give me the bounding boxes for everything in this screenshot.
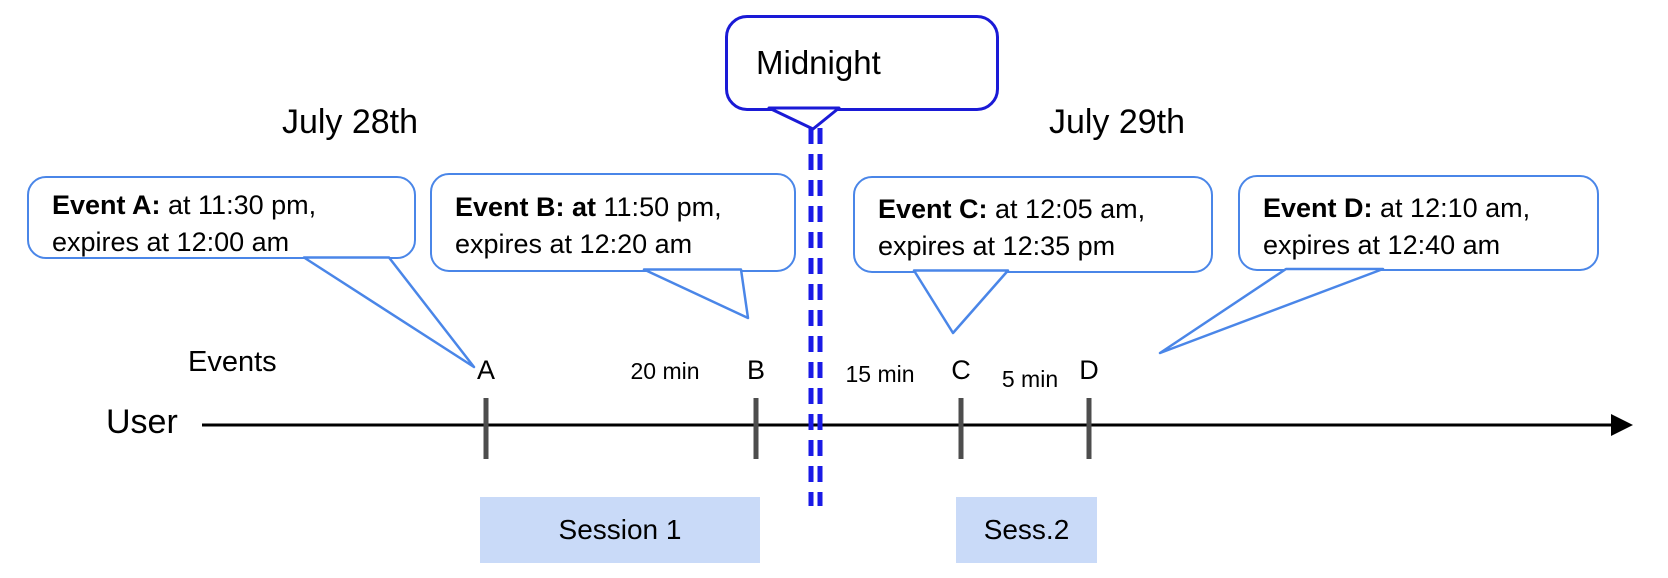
event-d-bubble: Event D: at 12:10 am, expires at 12:40 a…: [1238, 175, 1599, 271]
session-2-label: Sess.2: [983, 514, 1070, 545]
midnight-bubble-tail: [767, 106, 841, 131]
interval-20min-label: 20 min: [630, 358, 700, 384]
midnight-label: Midnight: [756, 44, 881, 81]
event-c-time: at 12:05 am,: [987, 194, 1146, 224]
event-b-time: 11:50 pm,: [596, 192, 722, 222]
bubble-tail-c: [912, 269, 1010, 335]
interval-5min-label: 5 min: [1001, 366, 1059, 392]
event-a-bubble: Event A: at 11:30 pm, expires at 12:00 a…: [27, 176, 416, 259]
event-c-line1: Event C: at 12:05 am,: [878, 191, 1211, 228]
event-d-time: at 12:10 am,: [1372, 193, 1531, 223]
tick-label-d: D: [1079, 355, 1099, 385]
bubble-tail-d: [1158, 267, 1385, 355]
event-a-line1: Event A: at 11:30 pm,: [52, 187, 414, 224]
event-b-bubble: Event B: at 11:50 pm, expires at 12:20 a…: [430, 173, 796, 272]
event-a-bold: Event A:: [52, 190, 161, 220]
event-d-line1: Event D: at 12:10 am,: [1263, 190, 1597, 227]
tick-label-b: B: [746, 355, 765, 385]
user-axis-label: User: [106, 403, 178, 441]
midnight-callout: Midnight: [725, 15, 999, 111]
tick-label-a: A: [476, 355, 495, 385]
event-b-line2: expires at 12:20 am: [455, 229, 693, 259]
event-d-bold: Event D:: [1263, 193, 1373, 223]
event-d-line2: expires at 12:40 am: [1263, 230, 1501, 260]
event-b-bold: Event B: at: [455, 192, 597, 222]
tick-label-c: C: [951, 355, 971, 385]
event-c-bubble: Event C: at 12:05 am, expires at 12:35 p…: [853, 176, 1213, 273]
timeline-arrowhead: [1611, 414, 1633, 436]
bubble-tail-a: [302, 256, 476, 369]
interval-15min-label: 15 min: [845, 361, 915, 387]
session-1-label: Session 1: [558, 514, 682, 545]
event-b-line1: Event B: at 11:50 pm,: [455, 189, 794, 226]
event-c-line2: expires at 12:35 pm: [878, 231, 1116, 261]
session-1-block: Session 1: [480, 497, 760, 563]
events-axis-label: Events: [188, 346, 277, 378]
date-title-july-28: July 28th: [281, 103, 419, 141]
event-c-bold: Event C:: [878, 194, 988, 224]
date-title-july-29: July 29th: [1048, 103, 1186, 141]
event-a-line2: expires at 12:00 am: [52, 227, 290, 257]
event-a-time: at 11:30 pm,: [160, 190, 317, 220]
bubble-tail-b: [642, 268, 750, 320]
session-2-block: Sess.2: [956, 497, 1097, 563]
